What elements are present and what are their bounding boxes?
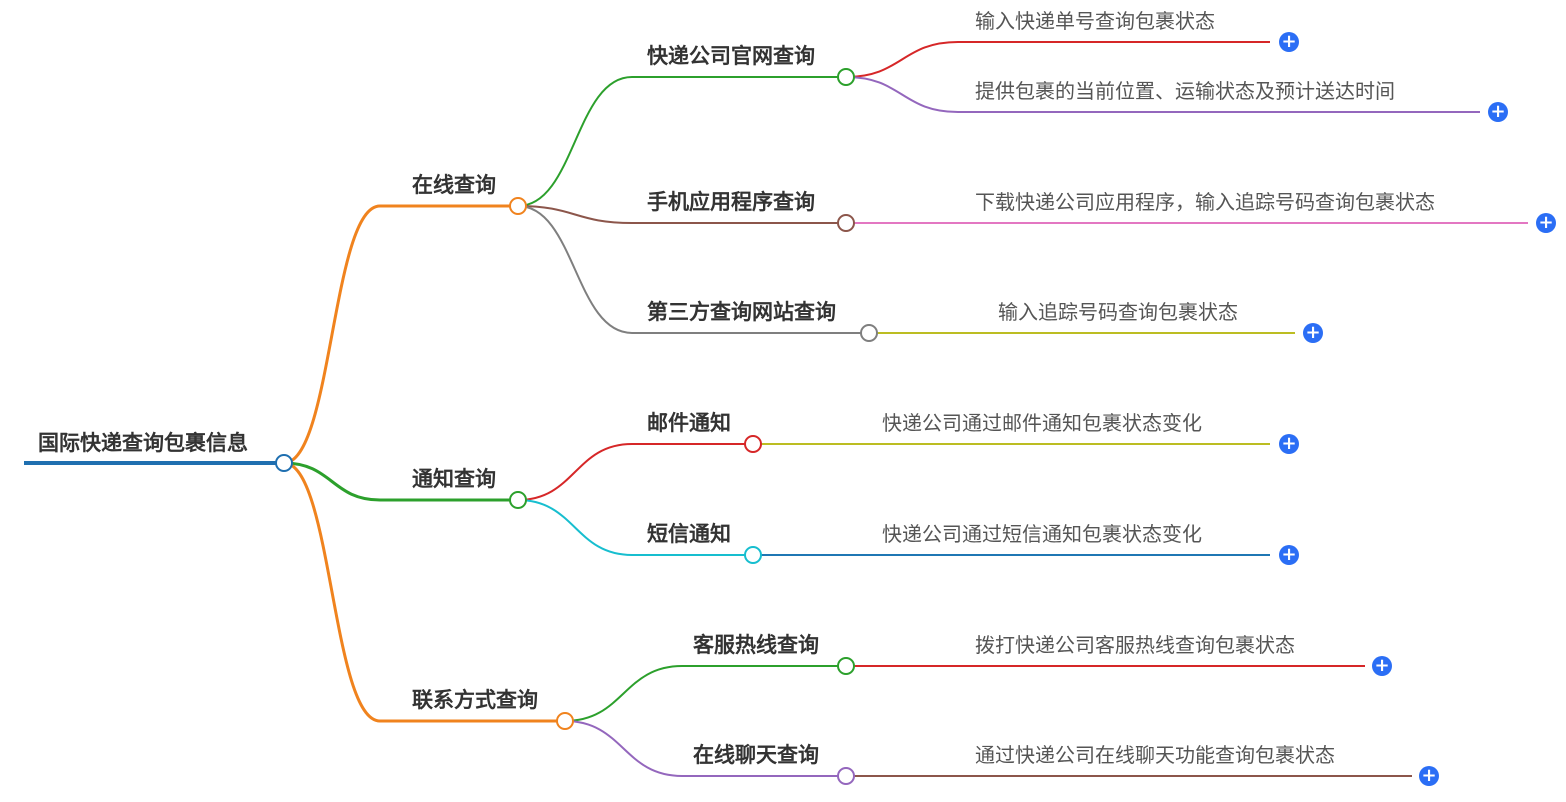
subtopic-connector: [517, 205, 633, 224]
leaf-label: 快递公司通过邮件通知包裹状态变化: [882, 411, 1202, 435]
subtopic-connector: [517, 76, 633, 207]
branch-connector: [283, 461, 381, 723]
leaf-label: 输入追踪号码查询包裹状态: [998, 300, 1238, 324]
leaf-label: 输入快递单号查询包裹状态: [975, 9, 1215, 33]
subtopic-label: 快递公司官网查询: [647, 44, 815, 68]
branch-connector: [283, 204, 381, 465]
subtopic-connector: [564, 665, 683, 722]
leaf-label: 拨打快递公司客服热线查询包裹状态: [975, 633, 1295, 657]
expand-button[interactable]: +: [1303, 323, 1323, 343]
branch-label: 通知查询: [412, 467, 496, 491]
node-circle-icon: [837, 657, 855, 675]
node-circle-icon: [837, 214, 855, 232]
node-circle-icon: [744, 546, 762, 564]
node-circle-icon: [509, 491, 527, 509]
expand-button[interactable]: +: [1279, 32, 1299, 52]
leaf-label: 通过快递公司在线聊天功能查询包裹状态: [975, 743, 1335, 767]
expand-button[interactable]: +: [1488, 102, 1508, 122]
branch-connector: [283, 461, 381, 502]
leaf-label: 快递公司通过短信通知包裹状态变化: [882, 522, 1202, 546]
root-label: 国际快递查询包裹信息: [38, 431, 248, 455]
subtopic-connector: [517, 499, 633, 556]
subtopic-label: 邮件通知: [647, 411, 731, 435]
node-circle-icon: [837, 767, 855, 785]
leaf-label: 下载快递公司应用程序，输入追踪号码查询包裹状态: [975, 190, 1435, 214]
subtopic-label: 第三方查询网站查询: [647, 300, 836, 324]
leaf-label: 提供包裹的当前位置、运输状态及预计送达时间: [975, 79, 1395, 103]
branch-label: 联系方式查询: [412, 688, 538, 712]
subtopic-label: 手机应用程序查询: [647, 190, 815, 214]
expand-button[interactable]: +: [1279, 545, 1299, 565]
expand-button[interactable]: +: [1372, 656, 1392, 676]
subtopic-connector: [517, 443, 633, 501]
node-circle-icon: [860, 324, 878, 342]
leaf-connector: [845, 41, 959, 78]
node-circle-icon: [556, 712, 574, 730]
expand-button[interactable]: +: [1419, 766, 1439, 786]
subtopic-label: 在线聊天查询: [693, 743, 819, 767]
leaf-connector: [845, 76, 959, 113]
branch-label: 在线查询: [412, 173, 496, 197]
subtopic-connector: [564, 720, 683, 777]
node-circle-icon: [744, 435, 762, 453]
node-circle-icon: [837, 68, 855, 86]
node-circle-icon: [275, 454, 293, 472]
subtopic-label: 短信通知: [647, 522, 731, 546]
expand-button[interactable]: +: [1279, 434, 1299, 454]
node-circle-icon: [509, 197, 527, 215]
subtopic-label: 客服热线查询: [693, 633, 819, 657]
subtopic-connector: [517, 205, 633, 334]
expand-button[interactable]: +: [1536, 213, 1556, 233]
